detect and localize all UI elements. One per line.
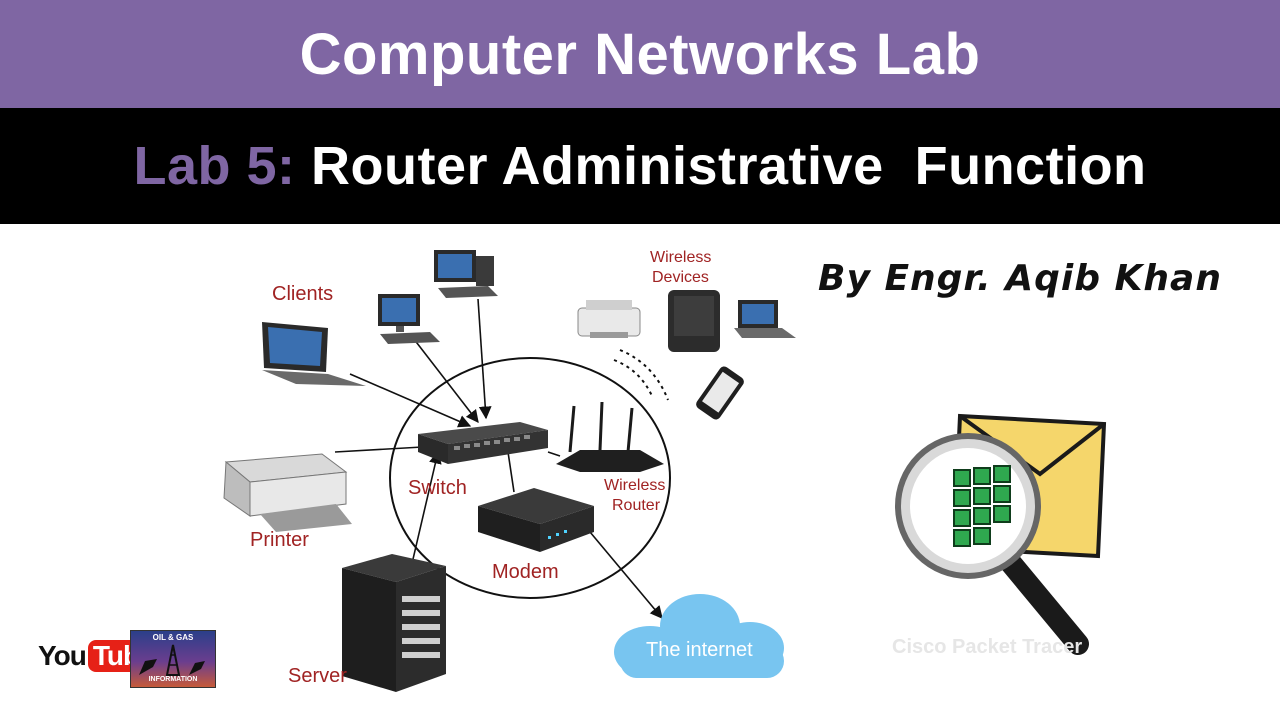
switch-icon	[418, 422, 548, 464]
printer-icon	[577, 300, 641, 338]
lab-number: Lab 5:	[133, 136, 296, 196]
modem-label: Modem	[492, 561, 559, 583]
desktop-icon	[434, 250, 498, 298]
wireless-devices-label: Devices	[652, 269, 709, 286]
server-icon	[342, 554, 446, 692]
smartphone-icon	[696, 366, 744, 420]
lab-heading: Lab 5: Router Administrative Function	[133, 135, 1146, 197]
lab-title-bar: Lab 5: Router Administrative Function	[0, 108, 1280, 224]
clients-label: Clients	[272, 283, 333, 305]
printer-icon	[223, 453, 352, 532]
wireless-router-label: Router	[612, 497, 661, 514]
modem-icon	[478, 488, 594, 552]
header-bar: Computer Networks Lab	[0, 0, 1280, 108]
router-icon	[556, 401, 664, 472]
lab-title: Router Administrative Function	[311, 136, 1147, 196]
laptop-icon	[734, 300, 796, 338]
internet-label: The internet	[646, 639, 753, 661]
speaker-icon	[668, 290, 720, 352]
wireless-devices-label: Wireless	[650, 249, 711, 266]
grid-icon	[953, 465, 1011, 547]
cisco-packet-tracer-caption: Cisco Packet Tracer	[892, 636, 1083, 658]
page-title: Computer Networks Lab	[299, 21, 981, 87]
server-label: Server	[288, 665, 347, 687]
cisco-packet-tracer-logo	[895, 413, 1107, 655]
desktop-icon	[378, 294, 440, 344]
oil-gas-logo-top-text: OIL & GAS	[152, 633, 194, 642]
oil-derrick-icon	[139, 644, 205, 676]
cloud-icon	[614, 594, 784, 678]
network-diagram: Clients Wireless Devices Switch	[223, 249, 1107, 692]
author-credit: By Engr. Aqib Khan	[818, 258, 1222, 299]
switch-label: Switch	[408, 477, 467, 499]
lan-boundary	[389, 357, 671, 599]
wireless-router-label: Wireless	[604, 477, 665, 494]
printer-label: Printer	[250, 529, 309, 551]
youtube-you-text: You	[38, 640, 87, 671]
laptop-icon	[262, 322, 366, 386]
wifi-signal-icon	[613, 349, 669, 401]
oil-gas-logo: OIL & GAS INFORMATION	[130, 630, 216, 688]
oil-gas-logo-bottom-text: INFORMATION	[148, 676, 198, 683]
connection-lines	[334, 298, 663, 619]
